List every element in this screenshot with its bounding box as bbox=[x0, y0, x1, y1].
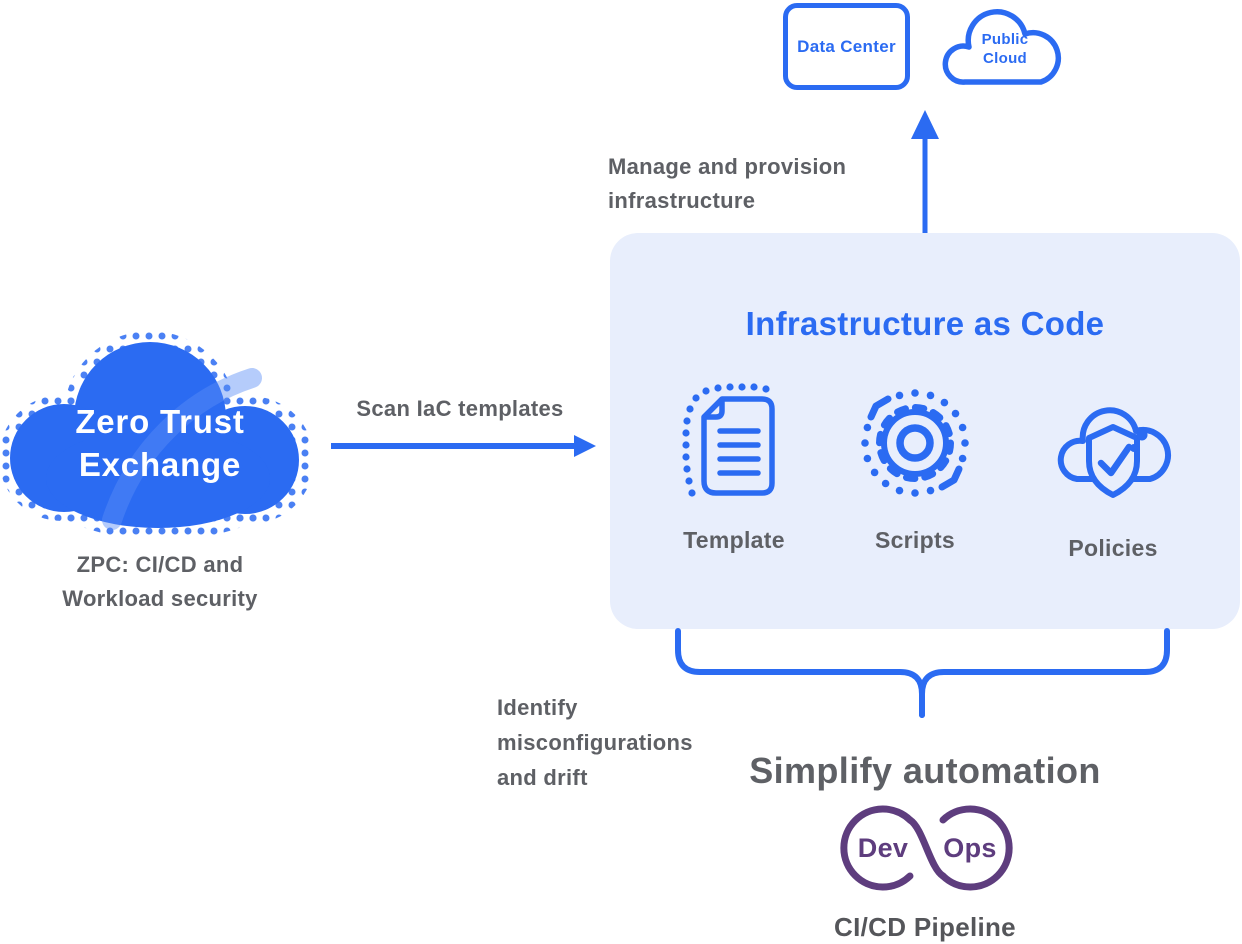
devops-dev-label: Dev bbox=[857, 833, 909, 863]
manage-provision-label: Manage and provision infrastructure bbox=[608, 154, 847, 213]
data-center-node: Data Center bbox=[783, 3, 910, 90]
gear-scripts-icon bbox=[861, 389, 969, 497]
scripts-label: Scripts bbox=[874, 527, 956, 553]
right-arrow-icon bbox=[331, 435, 596, 457]
iac-panel-title: Infrastructure as Code bbox=[745, 305, 1105, 342]
document-template-icon bbox=[682, 383, 775, 497]
simplify-automation-label: Simplify automation bbox=[749, 750, 1101, 791]
policies-label: Policies bbox=[1068, 535, 1158, 561]
cloud-shield-policies-icon bbox=[1057, 407, 1171, 498]
iac-item-policies: Policies bbox=[1033, 383, 1193, 562]
identify-misconfigurations-label: Identify misconfigurations and drift bbox=[497, 695, 693, 790]
up-arrow-icon bbox=[911, 110, 939, 235]
zero-trust-exchange-cloud-icon bbox=[0, 331, 314, 540]
zero-trust-exchange-label: Zero Trust Exchange bbox=[75, 403, 245, 483]
iac-item-template: Template bbox=[654, 383, 814, 554]
scan-iac-label: Scan IaC templates bbox=[356, 396, 564, 421]
devops-ops-label: Ops bbox=[943, 833, 997, 863]
iac-panel: Infrastructure as Code bbox=[610, 233, 1240, 629]
public-cloud-label: Public Cloud bbox=[981, 31, 1029, 67]
brace-icon bbox=[675, 628, 1170, 718]
public-cloud-icon bbox=[942, 9, 1061, 85]
zpc-caption: ZPC: CI/CD and Workload security bbox=[62, 552, 258, 611]
data-center-label: Data Center bbox=[797, 36, 896, 56]
template-label: Template bbox=[683, 527, 785, 553]
cicd-pipeline-label: CI/CD Pipeline bbox=[834, 912, 1016, 942]
devops-infinity-icon bbox=[840, 805, 1013, 891]
iac-item-scripts: Scripts bbox=[835, 383, 995, 554]
